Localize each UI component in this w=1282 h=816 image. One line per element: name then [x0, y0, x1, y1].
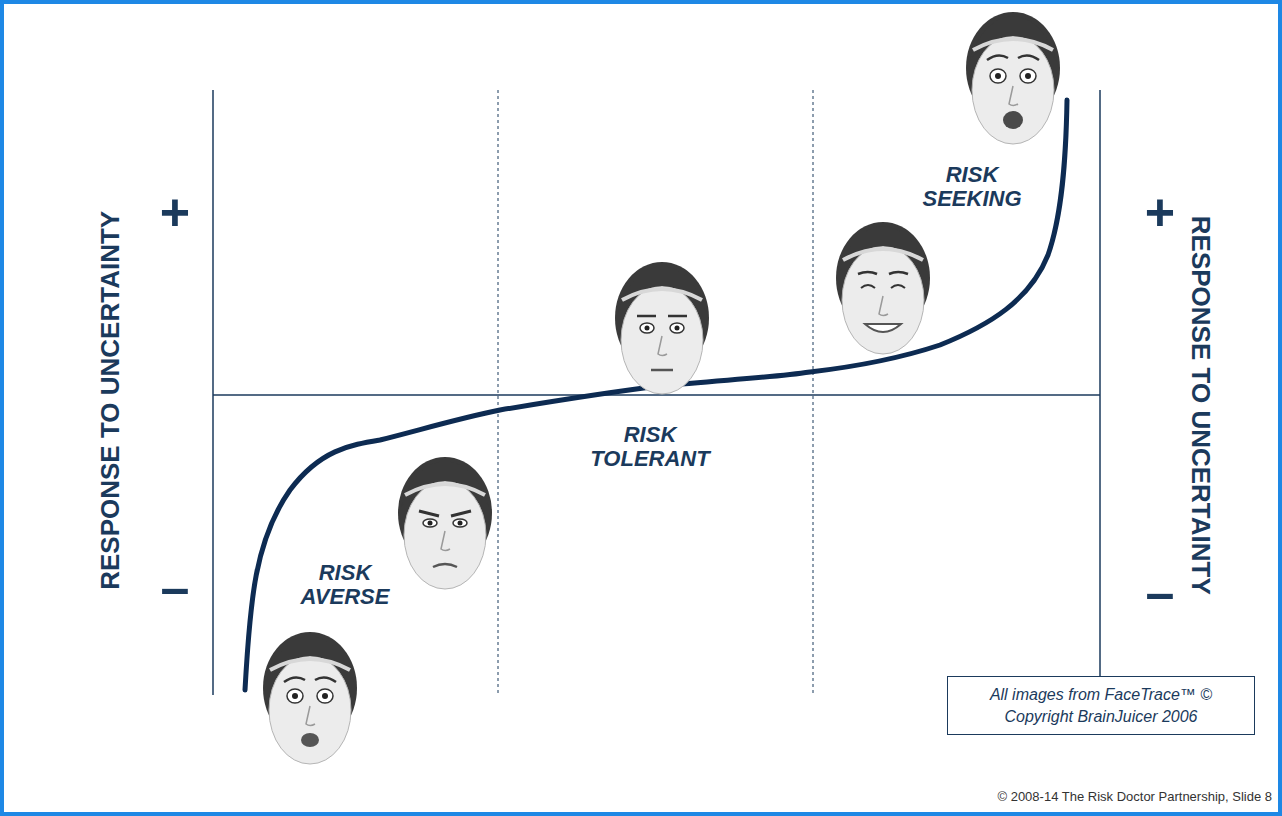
zone-label: RISK SEEKING [922, 163, 1021, 211]
credit-box: All images from FaceTrace™ © Copyright B… [947, 676, 1255, 735]
divider-line [813, 90, 814, 695]
axis-right [1099, 90, 1101, 695]
axis-left [212, 90, 214, 695]
minus-sign: – [161, 559, 190, 616]
divider-line [498, 90, 499, 695]
footer-credit: © 2008-14 The Risk Doctor Partnership, S… [997, 790, 1272, 804]
face-neutral [615, 262, 709, 394]
face-fearful [263, 632, 357, 764]
minus-sign: – [1146, 564, 1175, 621]
axis-title: RESPONSE TO UNCERTAINTY [1186, 216, 1215, 595]
credit-text: All images from FaceTrace™ © Copyright B… [978, 684, 1224, 727]
zone-label: RISK TOLERANT [590, 423, 709, 471]
response-curve [245, 100, 1067, 690]
axis-title: RESPONSE TO UNCERTAINTY [96, 211, 125, 590]
face-surprised [966, 12, 1060, 144]
plus-sign: + [1145, 184, 1175, 241]
face-frowning [398, 457, 492, 589]
axis-horizontal [213, 394, 1100, 396]
face-smiling [836, 222, 930, 354]
plus-sign: + [160, 184, 190, 241]
zone-label: RISK AVERSE [301, 561, 390, 609]
